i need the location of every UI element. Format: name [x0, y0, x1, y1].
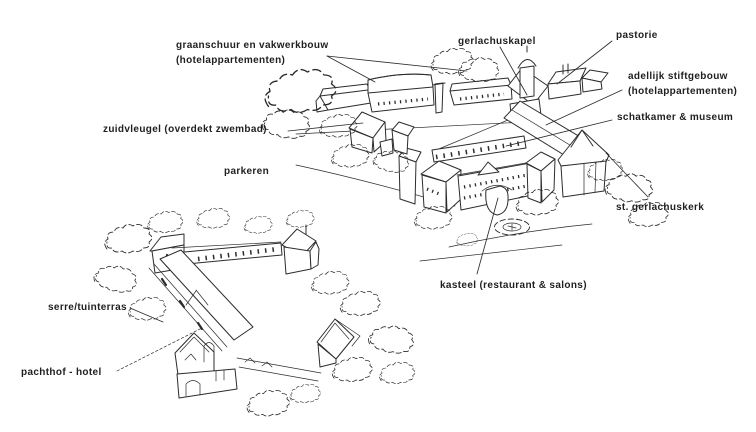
label-stiftgebouw-line2: (hotelappartementen): [628, 86, 738, 97]
label-graanschuur-line1: graanschuur en vakwerkbouw: [176, 40, 329, 51]
label-leader-lines: [116, 40, 649, 372]
label-gerlachuskapel: gerlachuskapel: [458, 36, 536, 47]
fountain: [494, 218, 530, 236]
building-graanschuur: [315, 73, 513, 114]
building-kasteel: [398, 135, 556, 216]
leader-pachthof: [116, 327, 203, 372]
label-graanschuur: graanschuur en vakwerkbouw (hotelapparte…: [176, 38, 328, 68]
leader-serre: [129, 307, 164, 323]
label-zuidvleugel: zuidvleugel (overdekt zwembad): [103, 124, 267, 135]
label-kasteel: kasteel (restaurant & salons): [440, 280, 587, 291]
leader-zuidvleugel: [287, 122, 364, 132]
building-pastorie: [547, 63, 609, 100]
label-schatkamer: schatkamer & museum: [617, 112, 734, 123]
label-graanschuur-line2: (hotelappartementen): [176, 55, 286, 66]
label-kerk: st. gerlachuskerk: [616, 202, 705, 213]
leader-pastorie: [556, 40, 613, 85]
label-pastorie: pastorie: [616, 30, 658, 41]
leader-graanschuur-a: [326, 55, 376, 83]
leader-gerlachuskapel: [499, 46, 528, 96]
complex-pachthof: [148, 224, 361, 399]
label-stiftgebouw: adellijk stiftgebouw (hotelappartementen…: [628, 69, 737, 99]
leader-schatkamer: [505, 119, 613, 147]
label-parkeren: parkeren: [224, 166, 270, 177]
leader-graanschuur-b: [326, 55, 468, 72]
label-serre: serre/tuinterras: [48, 302, 127, 313]
leader-kerk: [605, 152, 649, 198]
leader-kasteel: [476, 197, 499, 275]
building-st-gerlachuskerk: [557, 129, 610, 198]
label-stiftgebouw-line1: adellijk stiftgebouw: [628, 71, 728, 82]
leader-stiftgebouw: [545, 89, 623, 126]
building-zuidvleugel: [348, 111, 415, 157]
label-pachthof: pachthof - hotel: [21, 367, 102, 378]
